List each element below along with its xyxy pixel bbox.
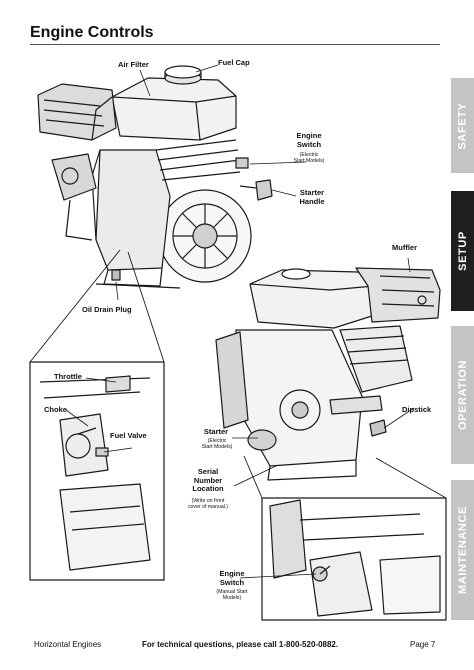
page-title: Engine Controls (30, 24, 154, 41)
engine-switch-manual-note-line1: (Manual Start (216, 589, 248, 595)
label-engine-switch-manual: Engine Switch (212, 569, 252, 587)
label-engine-switch-line1: Engine (296, 131, 322, 140)
engine-top-drawing (37, 65, 273, 289)
label-engine-switch-note: (Electric Start Models) (284, 152, 334, 164)
engine-switch-manual-line2: Switch (219, 577, 245, 587)
label-engine-switch: Engine Switch (289, 131, 329, 149)
label-muffler: Muffler (392, 243, 417, 252)
label-choke: Choke (44, 405, 67, 414)
starter-note-line1: (Electric (207, 438, 227, 444)
engine-switch-note-line2: Start Models) (293, 158, 325, 165)
engine-switch-manual-note-line2: Models) (222, 595, 242, 602)
label-air-filter: Air Filter (118, 60, 149, 69)
serial-line3: Location (192, 484, 224, 494)
label-serial-number-location: Serial Number Location (186, 467, 230, 494)
detail-inset-controls (29, 249, 165, 581)
tab-maintenance[interactable]: MAINTENANCE (451, 480, 474, 620)
label-serial-note: (Write on front cover of manual.) (178, 498, 238, 510)
title-divider (30, 44, 440, 45)
engine-switch-manual-line1: Engine (219, 569, 245, 578)
label-starter: Starter (203, 427, 229, 436)
footer-page-number: Page 7 (410, 640, 436, 649)
label-starter-handle: Starter Handle (294, 188, 330, 206)
label-starter-note: (Electric Start Models) (194, 438, 240, 450)
label-engine-switch-manual-note: (Manual Start Models) (206, 589, 258, 601)
footer-left: Horizontal Engines (34, 640, 102, 649)
label-dipstick: Dipstick (402, 405, 432, 414)
label-starter-handle-line2: Handle (299, 196, 325, 206)
starter-note-line2: Start Models) (201, 444, 233, 451)
tab-operation[interactable]: OPERATION (451, 326, 474, 464)
serial-note-line1: (Write on front (191, 498, 225, 504)
footer-center: For technical questions, please call 1-8… (142, 640, 339, 649)
serial-line2: Number (193, 475, 223, 485)
label-starter-handle-line1: Starter (299, 188, 325, 197)
label-fuel-valve: Fuel Valve (110, 431, 147, 440)
leader-lines (65, 64, 415, 579)
detail-inset-switch (243, 455, 447, 621)
label-fuel-cap: Fuel Cap (218, 58, 250, 67)
tab-safety[interactable]: SAFETY (451, 78, 474, 173)
serial-note-line2: cover of manual.) (187, 504, 229, 511)
engine-switch-note-line1: (Electric (299, 152, 319, 158)
label-throttle: Throttle (54, 372, 82, 381)
label-engine-switch-line2: Switch (296, 139, 322, 149)
label-oil-drain-plug: Oil Drain Plug (82, 305, 132, 314)
engine-bottom-drawing (215, 267, 441, 481)
serial-line1: Serial (197, 467, 219, 476)
tab-setup[interactable]: SETUP (451, 191, 474, 311)
